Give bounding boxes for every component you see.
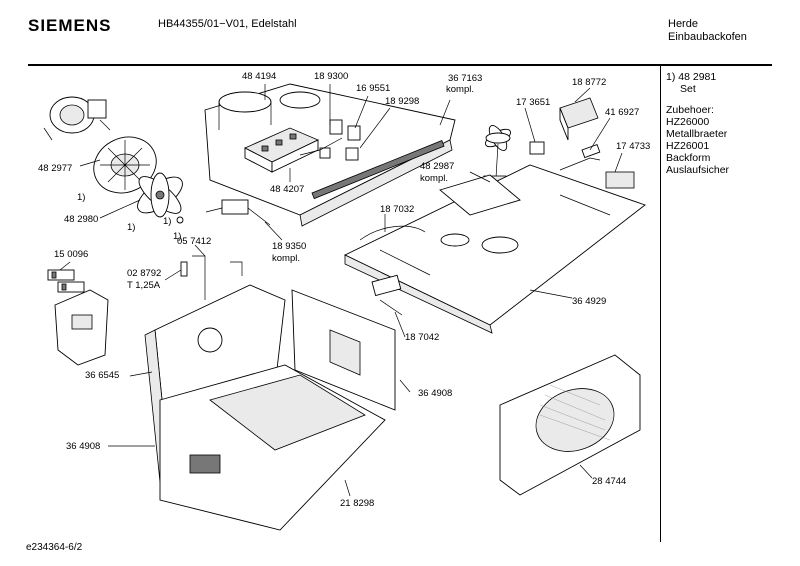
part-sublabel: T 1,25A [127,280,161,291]
part-label: 48 2987 [420,161,455,172]
part-label: 16 9551 [356,83,391,94]
part-label: 36 4929 [572,296,607,307]
brand-logo: SIEMENS [28,16,112,35]
leader-lines [59,84,623,497]
terminal-block-part [47,269,85,293]
part-label: 18 8772 [572,77,607,88]
thermostat-part [205,199,271,226]
footnote-mark: 1) [163,216,172,227]
part-label: 17 4733 [616,141,651,152]
side-panel-divider [660,64,661,542]
fan-motor-part [43,96,111,141]
part-label: 21 8298 [340,498,375,509]
part-label: 36 4908 [418,388,453,399]
transformer-parts [529,97,635,189]
footnote-mark: 1) [173,231,182,242]
part-label: 41 6927 [605,107,640,118]
control-module-part [244,127,319,173]
part-label: 48 2977 [38,163,73,174]
accessory-name: Backform [666,152,711,164]
part-label: 48 4194 [242,71,277,82]
part-label: 18 7032 [380,204,415,215]
footnote-mark: 1) [127,222,136,233]
rear-panel-part [343,164,646,334]
accessories-title: Zubehoer: [666,104,714,116]
part-label: 48 4207 [270,184,305,195]
drawing-id: e234364-6/2 [26,542,83,553]
part-label: 36 7163 [448,73,483,84]
accessory-name: Auslaufsicher [666,164,730,176]
part-label: 36 6545 [85,370,120,381]
heating-element-part [359,225,426,241]
part-sublabel: kompl. [446,84,474,95]
mounting-bracket-part [54,289,109,366]
part-label: 15 0096 [54,249,89,260]
accessory-name: Metallbraeter [666,128,728,140]
accessory-code: HZ26000 [666,116,710,128]
note-text: Set [680,83,696,95]
part-label: 48 2980 [64,214,99,225]
part-label: 18 9298 [385,96,420,107]
fan-blade-part [137,172,184,224]
part-label: 28 4744 [592,476,627,487]
part-label: 02 8792 [127,268,162,279]
hinge-part [371,274,403,316]
part-label: 05 7412 [177,236,212,247]
category-line-1: Herde [668,18,698,30]
category-line-2: Einbaubackofen [668,31,747,43]
note-number: 1) 48 2981 [666,71,717,83]
part-label: 17 3651 [516,97,551,108]
part-label: 18 7042 [405,332,440,343]
footnote-mark: 1) [77,192,86,203]
part-sublabel: kompl. [420,173,448,184]
part-label: 18 9350 [272,241,307,252]
oven-cavity-part [159,289,396,531]
model-title: HB44355/01−V01, Edelstahl [158,18,297,30]
part-label: 18 9300 [314,71,349,82]
part-sublabel: kompl. [272,253,300,264]
switch-parts [299,119,361,161]
part-label: 36 4908 [66,441,101,452]
rear-cover-part [499,354,641,496]
header-divider [28,64,772,66]
accessory-code: HZ26001 [666,140,710,152]
